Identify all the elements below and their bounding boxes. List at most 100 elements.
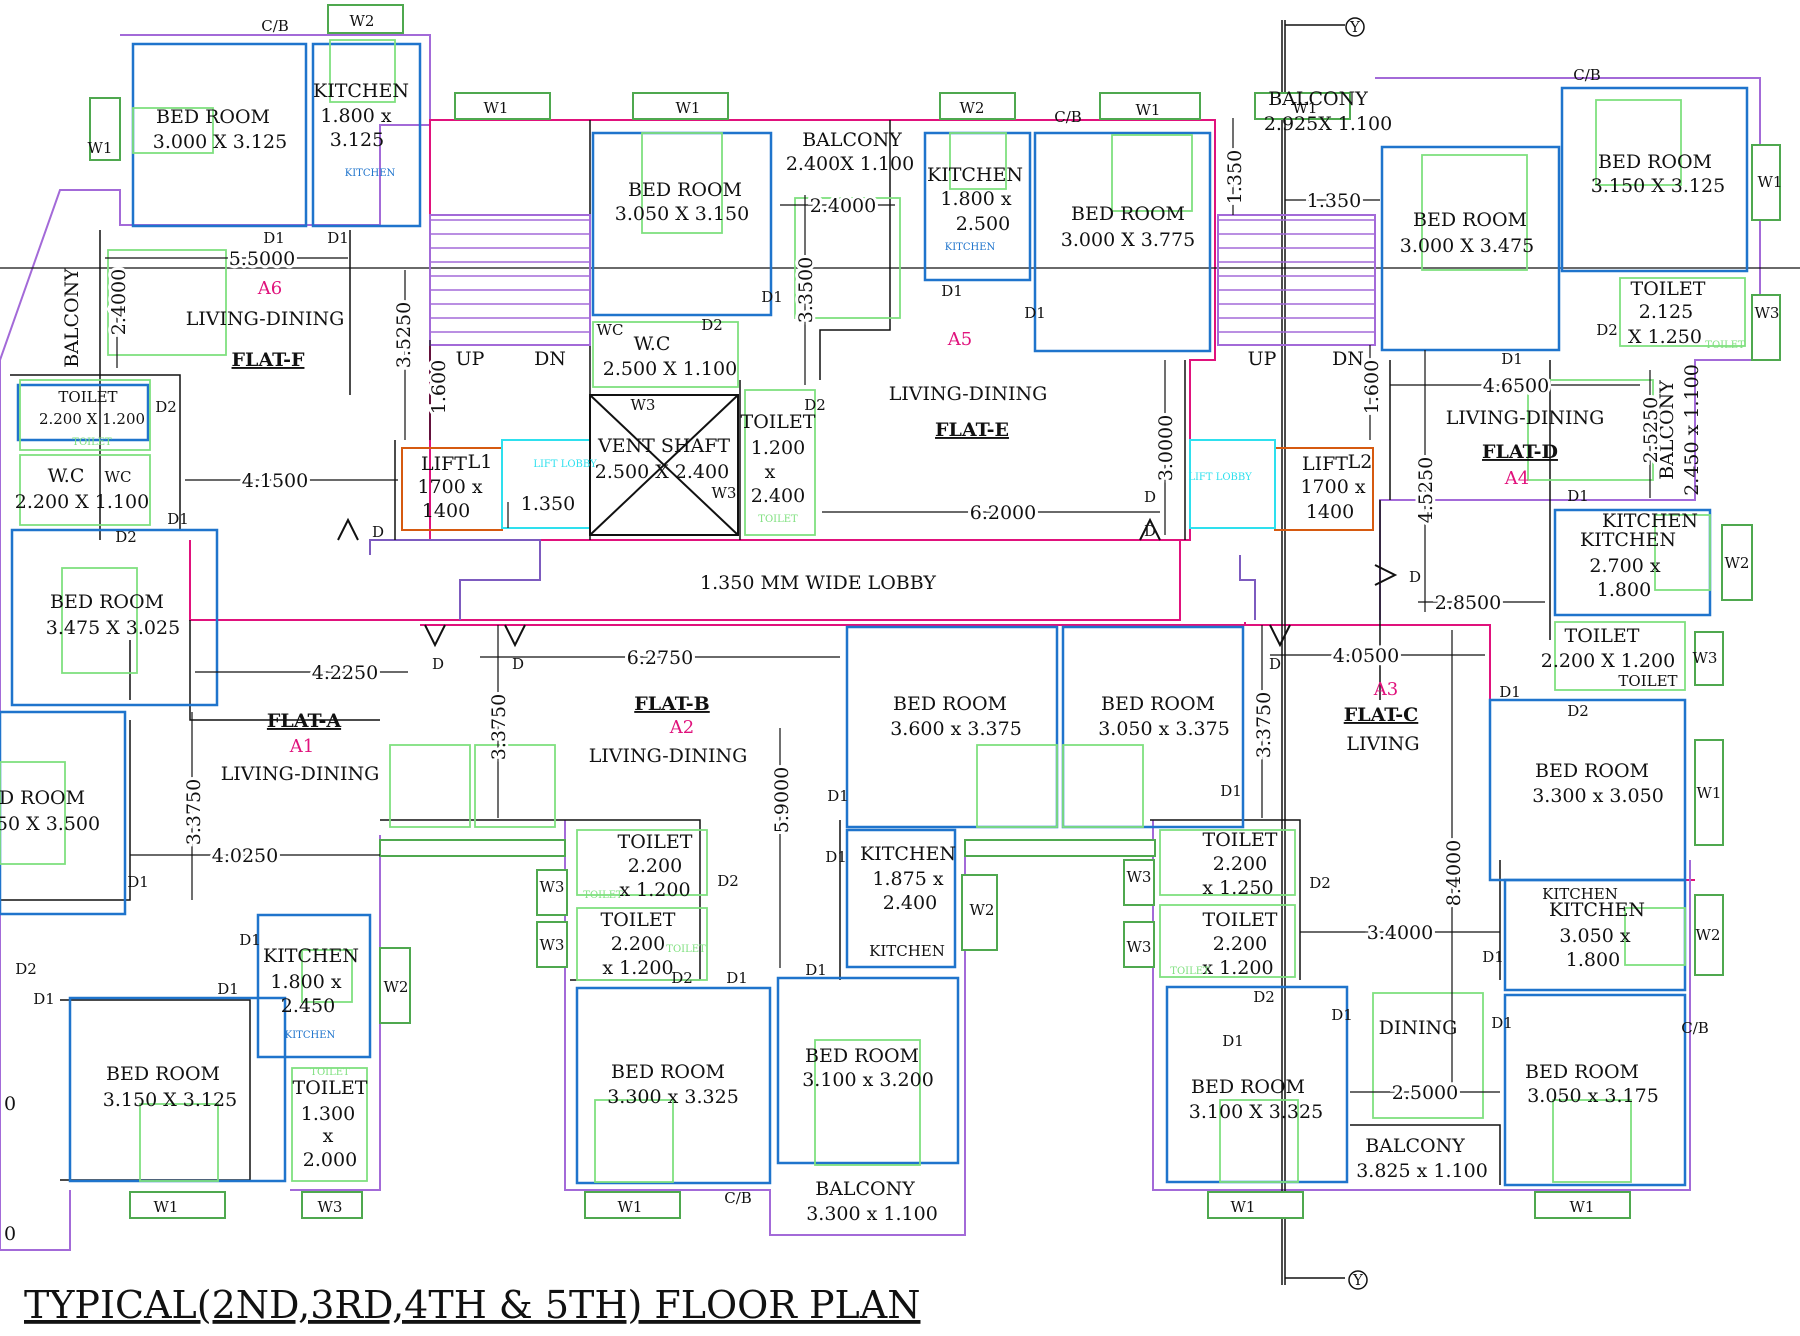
room-label: LIVING-DINING <box>186 308 345 330</box>
room-dimension: x 1.200 <box>619 879 690 901</box>
room-label: TOILET <box>58 388 117 406</box>
fixture <box>794 197 901 319</box>
room-dimension: 1.800 <box>1597 579 1651 601</box>
fixture <box>1619 277 1746 347</box>
door-label: D1 <box>1024 304 1046 322</box>
door-label: D2 <box>115 528 137 546</box>
window-label: W1 <box>1293 99 1318 117</box>
room-label: W.C <box>634 333 671 355</box>
fixture <box>1159 904 1296 978</box>
room-label: LIVING-DINING <box>221 763 380 785</box>
window-label: W1 <box>1231 1198 1256 1216</box>
window-w1 <box>1099 92 1201 120</box>
flat-name: FLAT-A <box>267 710 341 732</box>
door-label: D2 <box>155 398 177 416</box>
door-label: D <box>1144 522 1156 540</box>
door-arrows <box>337 517 1398 648</box>
fixture <box>301 949 353 1003</box>
door-arrow <box>424 624 446 648</box>
room-tag: KITCHEN <box>1602 510 1698 532</box>
room-dimension: 1.800 x <box>270 971 341 993</box>
door-label: D2 <box>1253 988 1275 1006</box>
dim-label: 4.5250 <box>1415 457 1437 523</box>
fixture <box>641 132 723 234</box>
room-dimension: 2.200 <box>1213 853 1267 875</box>
room-label: BED ROOM <box>893 693 1007 715</box>
door-label: D2 <box>15 960 37 978</box>
a1-bedroom-left-outline <box>0 710 127 916</box>
room-label: DINING <box>1379 1017 1458 1039</box>
dim-label: 4.6500 <box>1483 375 1549 397</box>
room-dimension: 3.000 X 3.125 <box>153 131 287 153</box>
window-band <box>964 839 1156 857</box>
window-label: W1 <box>1570 1198 1595 1216</box>
room-label: TOILET <box>1203 829 1278 851</box>
lift-dimension: 1400 <box>1306 501 1354 523</box>
axis-label: Y <box>1352 1271 1364 1289</box>
dim-label: 2.8500 <box>1435 592 1501 614</box>
room-dimension: X 1.250 <box>1628 326 1702 348</box>
fixture <box>576 907 708 981</box>
window-w3 <box>301 1191 363 1219</box>
dim-label: 2.5000 <box>1392 1082 1458 1104</box>
vent-shaft-box <box>589 394 739 536</box>
room-tag: KITCHEN <box>869 942 945 960</box>
dim-label: 3.3750 <box>183 779 205 845</box>
window-label: W3 <box>712 484 737 502</box>
fixture <box>1421 154 1528 271</box>
a2-bedroom-2-outline <box>1061 625 1245 829</box>
room-outlines <box>0 42 1749 1187</box>
fixture <box>1624 907 1686 966</box>
room-tag: KITCHEN <box>1542 885 1618 903</box>
door-label: D1 <box>827 787 849 805</box>
fixture <box>1552 1099 1632 1183</box>
room-label: W.C <box>48 465 85 487</box>
fixture <box>592 321 739 388</box>
axis-y-line <box>1281 20 1345 1285</box>
room-label: BALCONY <box>815 1178 915 1200</box>
axis-label: Y <box>1349 18 1361 36</box>
window-w1 <box>1207 1191 1304 1219</box>
door-arrow <box>337 517 359 541</box>
room-dimension: 3.100 X 3.325 <box>1189 1101 1323 1123</box>
room-dimension: x 1.250 <box>1202 877 1273 899</box>
door-label: D1 <box>1220 782 1242 800</box>
axis-marker <box>1345 17 1365 37</box>
fixture <box>576 829 708 896</box>
door-label: D <box>1269 655 1281 673</box>
dim-label: 2.4000 <box>810 195 876 217</box>
door-label: D1 <box>1491 1014 1513 1032</box>
window-w3 <box>1751 294 1781 361</box>
door-label: D1 <box>1331 1006 1353 1024</box>
door-label: D1 <box>825 848 847 866</box>
dimension-lines <box>105 118 1651 1093</box>
dim-label: 4.1500 <box>242 470 308 492</box>
room-label: KITCHEN <box>1549 899 1645 921</box>
door-label: D1 <box>726 969 748 987</box>
dim-label: 3.3750 <box>1253 692 1275 758</box>
room-label: BED ROOM <box>106 1063 220 1085</box>
a6-toilet-outline <box>16 383 150 442</box>
lift-core-right <box>1239 555 1256 620</box>
dim-label: 4.0250 <box>212 845 278 867</box>
door-label: D1 <box>33 990 55 1008</box>
window-w2 <box>1694 894 1724 976</box>
room-dimension: 3.050 x 3.175 <box>1527 1085 1659 1107</box>
room-label: BED ROOM <box>1525 1061 1639 1083</box>
a6-kitchen-outline <box>311 42 422 228</box>
window-w3 <box>1694 631 1724 686</box>
door-label: D2 <box>804 396 826 414</box>
flat-tag: A5 <box>947 329 972 350</box>
window-label: W3 <box>318 1198 343 1216</box>
room-tag: WC <box>597 321 624 339</box>
fixture <box>19 454 151 526</box>
dim-label: 4.0500 <box>1333 645 1399 667</box>
room-dimension: x 1.200 <box>602 957 673 979</box>
stair-down-label: DN <box>1332 348 1364 370</box>
room-tag: TOILET <box>72 437 112 448</box>
room-label: BALCONY <box>1268 88 1368 110</box>
window-label: W1 <box>1697 784 1722 802</box>
window-w1 <box>1254 92 1351 120</box>
room-dimension: 3.300 x 3.050 <box>1532 785 1664 807</box>
room-label: BALCONY <box>1656 380 1678 480</box>
